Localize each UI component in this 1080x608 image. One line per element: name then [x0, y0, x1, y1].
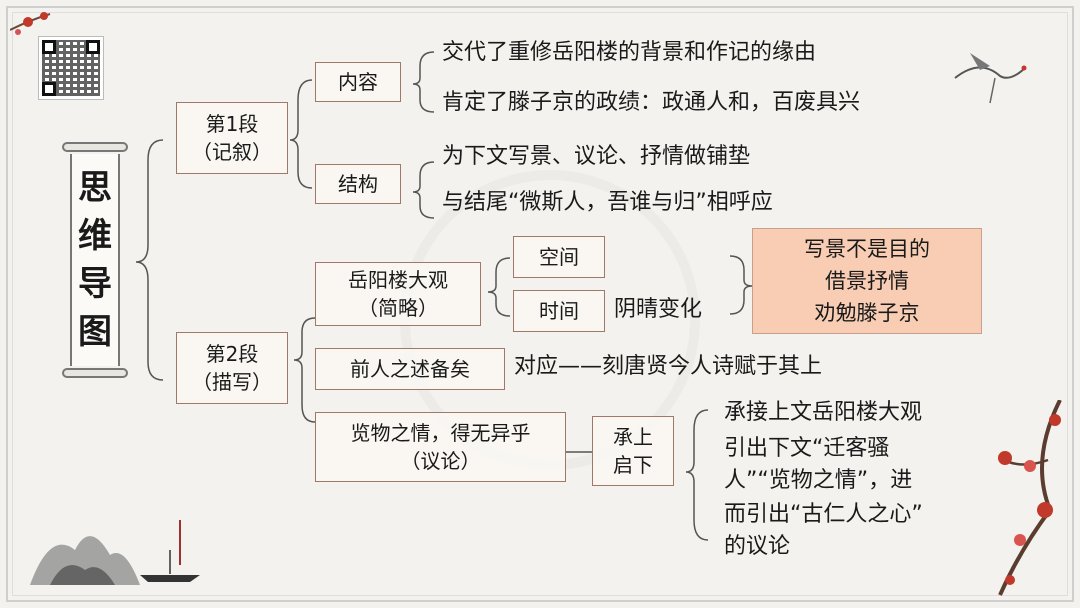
summary-box: 写景不是目的 借景抒情 劝勉滕子京 — [752, 228, 982, 334]
para1-label: 第1段 — [205, 112, 259, 136]
view-note: （简略） — [358, 296, 438, 320]
structure-item-1: 为下文写景、议论、抒情做铺垫 — [442, 144, 751, 169]
title-scroll: 思 维 导 图 — [62, 142, 128, 378]
inner-frame — [12, 12, 1068, 596]
predecessor-note: 对应——刻唐贤今人诗赋于其上 — [514, 354, 823, 379]
crane-icon — [954, 53, 1027, 104]
structure-item-2: 与结尾“微斯人，吾谁与归”相呼应 — [442, 190, 773, 215]
transition-node: 承上 启下 — [592, 416, 674, 486]
para2-node: 第2段 （描写） — [176, 332, 288, 404]
content-item-1: 交代了重修岳阳楼的背景和作记的缘由 — [442, 40, 817, 65]
content-node: 内容 — [315, 62, 401, 102]
scroll-rod-bottom — [62, 368, 128, 378]
outer-frame — [6, 6, 1074, 602]
transition-label-1: 承上 — [613, 425, 653, 449]
view-label: 岳阳楼大观 — [348, 268, 448, 292]
title-char: 思 — [78, 168, 112, 208]
feeling-label: 览物之情，得无异乎 — [350, 421, 531, 445]
predecessor-label: 前人之述备矣 — [350, 357, 470, 381]
summary-line-3: 劝勉滕子京 — [814, 301, 920, 325]
content-label: 内容 — [338, 70, 378, 94]
scroll-rod-top — [62, 142, 128, 152]
para1-type: （记叙） — [192, 140, 272, 164]
time-label: 时间 — [539, 299, 579, 323]
title-char: 图 — [78, 312, 112, 352]
title-char: 维 — [78, 216, 112, 256]
space-label: 空间 — [539, 245, 579, 269]
transition-item-4: 而引出“古仁人之心” — [724, 502, 923, 527]
title-body: 思 维 导 图 — [70, 154, 120, 366]
feeling-node: 览物之情，得无异乎 （议论） — [315, 412, 566, 482]
transition-item-2: 引出下文“迁客骚 — [724, 436, 890, 461]
transition-item-1: 承接上文岳阳楼大观 — [724, 400, 923, 425]
para2-type: （描写） — [192, 370, 272, 394]
content-item-2: 肯定了滕子京的政绩：政通人和，百废具兴 — [442, 90, 861, 115]
feeling-note: （议论） — [400, 449, 481, 473]
para1-node: 第1段 （记叙） — [176, 102, 288, 174]
transition-label-2: 启下 — [613, 453, 653, 477]
time-note: 阴晴变化 — [614, 297, 703, 322]
space-node: 空间 — [513, 236, 605, 278]
para2-label: 第2段 — [205, 342, 259, 366]
plum-blossom-icon — [10, 12, 51, 35]
time-node: 时间 — [513, 290, 605, 332]
structure-label: 结构 — [338, 172, 378, 196]
landscape-icon — [30, 520, 200, 585]
transition-item-3: 人”“览物之情”，进 — [724, 468, 913, 493]
summary-line-2: 借景抒情 — [825, 269, 909, 293]
predecessor-node: 前人之述备矣 — [315, 348, 505, 390]
title-char: 导 — [78, 264, 112, 304]
qr-code — [38, 36, 104, 100]
transition-item-5: 的议论 — [724, 534, 791, 559]
summary-line-1: 写景不是目的 — [804, 237, 930, 261]
plum-branch-icon — [998, 400, 1062, 596]
structure-node: 结构 — [315, 164, 401, 204]
view-node: 岳阳楼大观 （简略） — [315, 262, 481, 326]
